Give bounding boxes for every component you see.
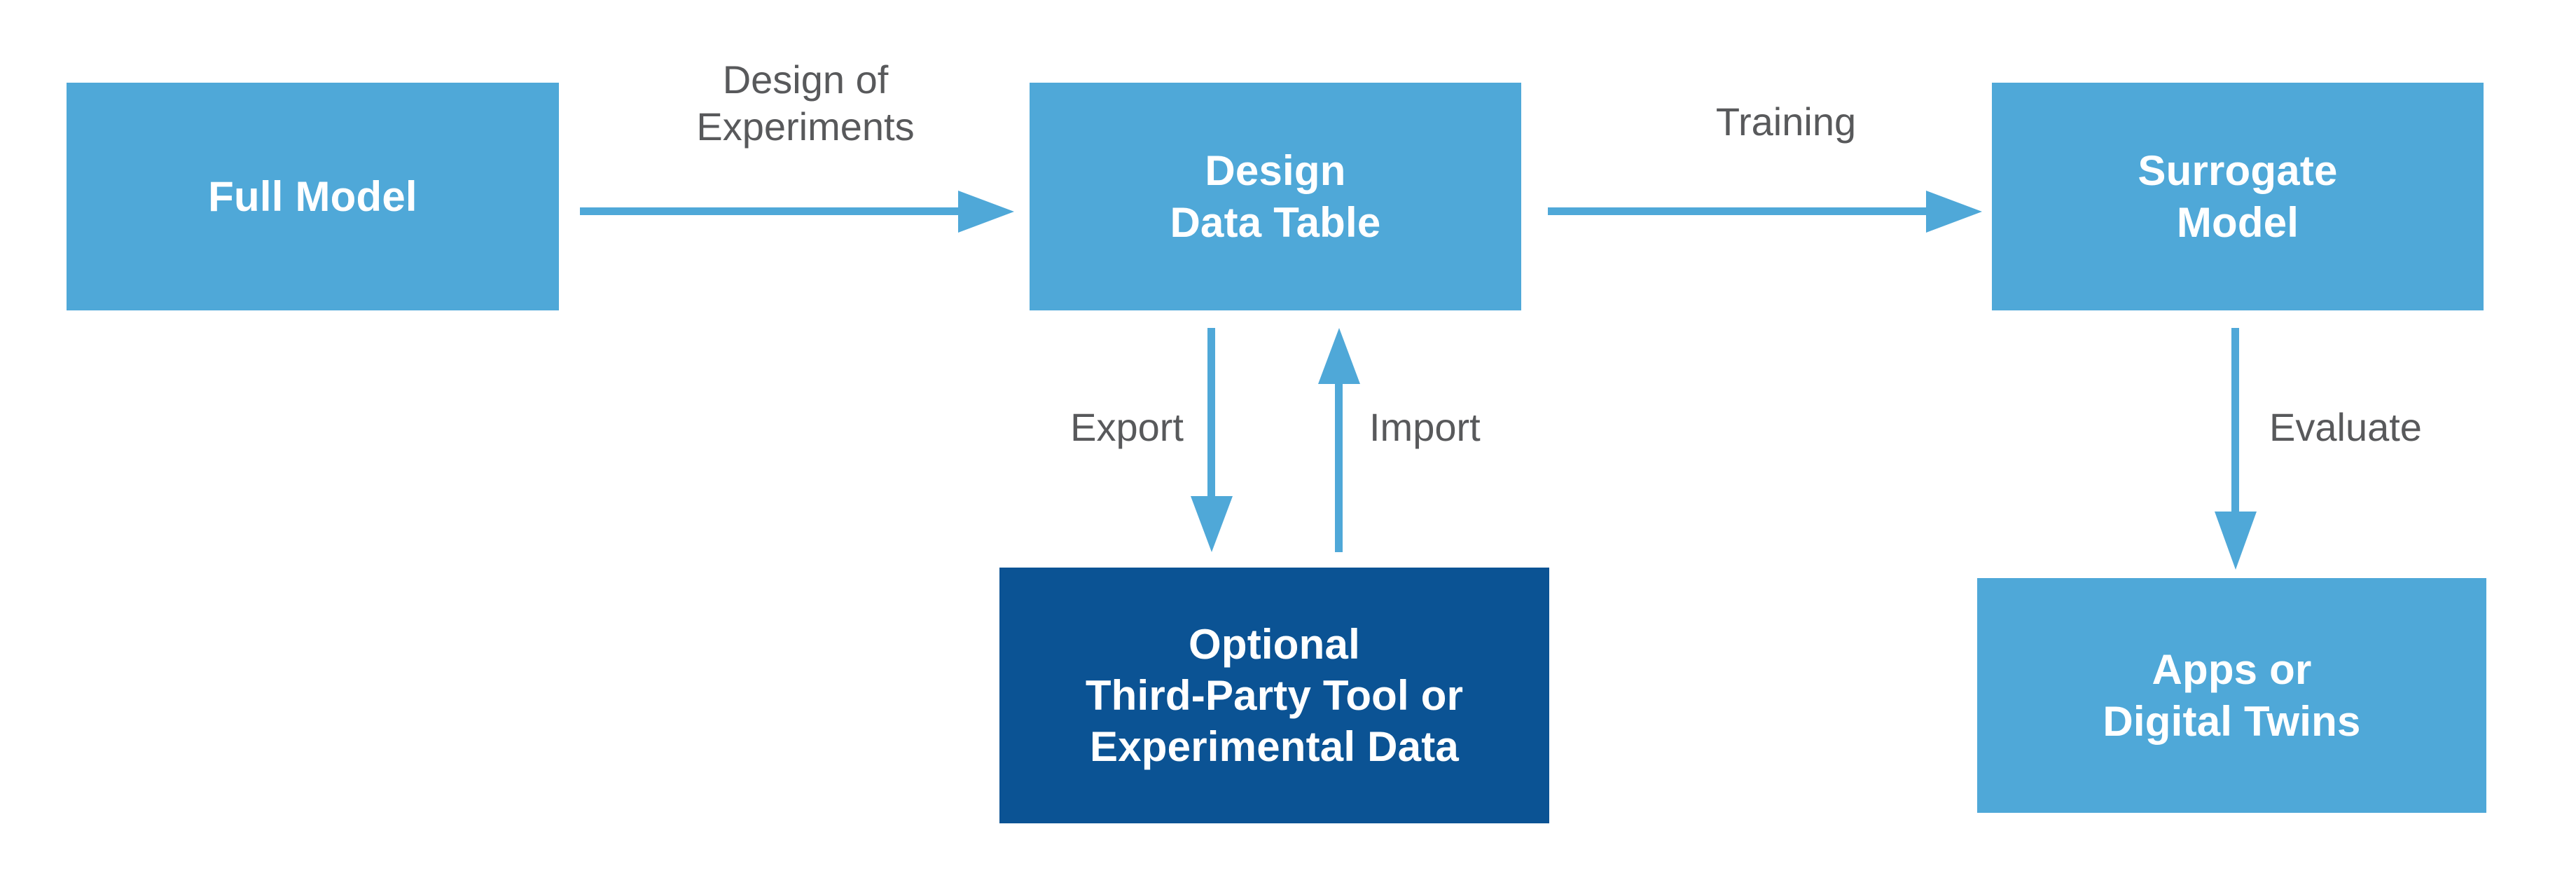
edge-label-evaluate: Evaluate <box>2269 405 2422 449</box>
arrow-down-export <box>1191 328 1233 552</box>
node-design-data-table[interactable]: Design Data Table <box>1030 83 1521 310</box>
node-apps-or-digital-twins[interactable]: Apps or Digital Twins <box>1977 578 2486 813</box>
node-full-model[interactable]: Full Model <box>67 83 559 310</box>
node-optional-third-party-tool[interactable]: Optional Third-Party Tool or Experimenta… <box>999 568 1549 823</box>
edge-label-export: Export <box>1070 405 1184 449</box>
arrow-right-training <box>1548 191 1982 233</box>
node-surrogate-model[interactable]: Surrogate Model <box>1992 83 2484 310</box>
arrow-down-evaluate <box>2215 328 2257 570</box>
arrow-right-design-of-experiments <box>580 191 1014 233</box>
edge-label-design-of-experiments: Design of Experiments <box>696 57 915 149</box>
edge-label-training: Training <box>1715 100 1857 144</box>
arrow-up-import <box>1318 328 1360 552</box>
edge-label-import: Import <box>1369 405 1481 449</box>
